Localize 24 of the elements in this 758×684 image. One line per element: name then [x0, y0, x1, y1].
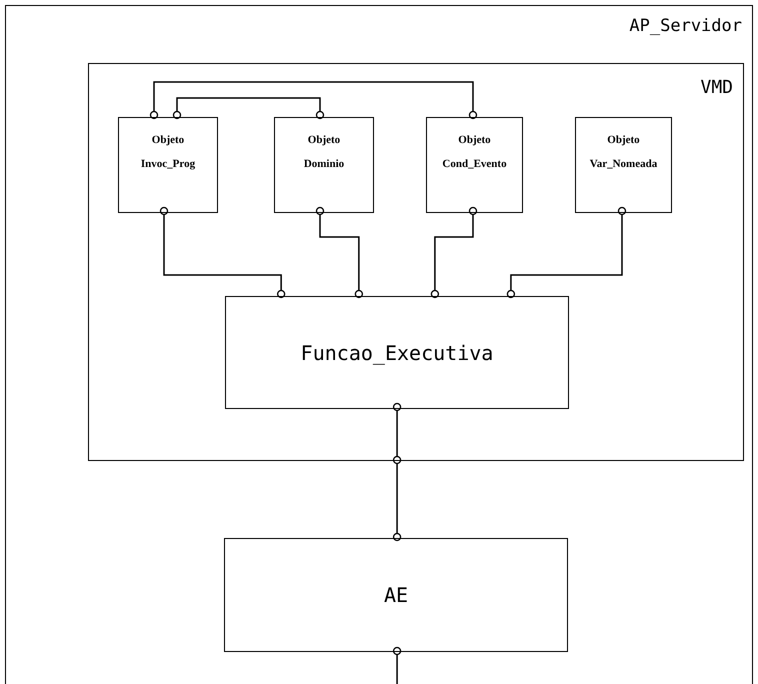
- connector-line: [160, 206, 286, 298]
- object-label: Objeto Cond_Evento: [442, 133, 507, 172]
- object-label: Objeto Dominio: [304, 133, 344, 172]
- object-label: Objeto Invoc_Prog: [140, 133, 196, 172]
- function-box: [225, 296, 569, 409]
- connector-line: [172, 97, 324, 120]
- box-label: Funcao_Executiva: [300, 340, 494, 367]
- object-box: [575, 117, 672, 213]
- connector-line: [392, 646, 402, 684]
- box-label: AE: [382, 582, 410, 609]
- object-box: [274, 117, 374, 213]
- object-label: Objeto Var_Nomeada: [590, 133, 658, 172]
- connector-line: [430, 206, 478, 298]
- container-title: AP_Servidor: [629, 15, 742, 38]
- container-box: [88, 63, 744, 461]
- object-box: [118, 117, 218, 213]
- connector-line: [150, 81, 478, 120]
- connector-line: [392, 402, 402, 542]
- connector-line: [316, 206, 364, 298]
- connector-line: [506, 206, 626, 298]
- container-title: VMD: [700, 76, 733, 100]
- function-box: [224, 538, 568, 652]
- object-box: [426, 117, 523, 213]
- container-box: [5, 5, 753, 684]
